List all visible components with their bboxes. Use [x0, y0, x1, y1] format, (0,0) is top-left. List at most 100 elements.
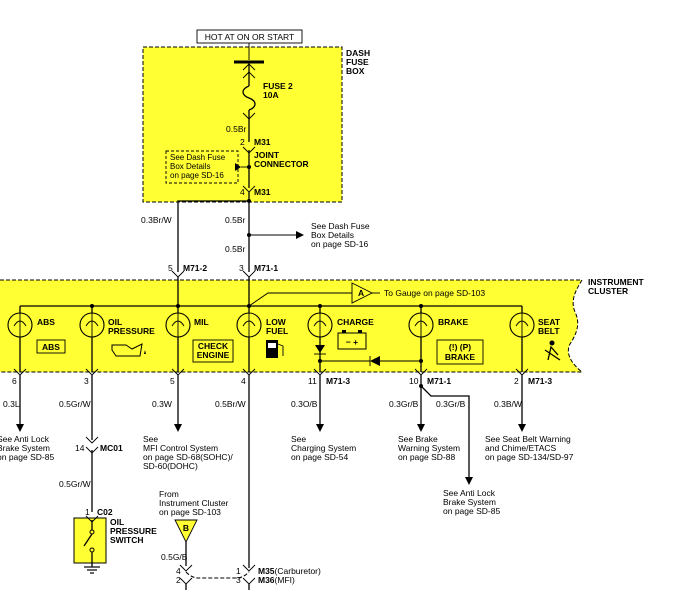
ref-abs2-3: on page SD-85 [443, 506, 500, 516]
pin-abs: 6 [12, 376, 17, 386]
lamp-low-fuel-name-1: LOW [266, 317, 287, 327]
ref-abs2-1: See Anti Lock [443, 488, 496, 498]
wire-gb: 0.5G/B [161, 552, 188, 562]
ref-dash-fuse-3: on page SD-16 [311, 239, 368, 249]
top-conn-pin-1: 5 [168, 263, 173, 273]
lamp-abs-icon-text: ABS [42, 342, 60, 352]
ref-brake-3: on page SD-88 [398, 452, 455, 462]
from-cluster-3: on page SD-103 [159, 507, 221, 517]
wire-fuse-out: 0.5Br [226, 124, 246, 134]
lamp-low-fuel: LOW FUEL [236, 312, 288, 358]
lamp-low-fuel-name-2: FUEL [266, 326, 288, 336]
bottom-pin-a2: 2 [176, 575, 181, 585]
top-conn-name-1: M71-2 [183, 263, 207, 273]
pin-seat-belt: 2 [514, 376, 519, 386]
seat-belt-icon [544, 340, 561, 361]
wire-abs: 0.3L [3, 399, 20, 409]
lamp-oil-name-2: PRESSURE [108, 326, 155, 336]
lamp-mil-icon-text-2: ENGINE [197, 350, 230, 360]
ref-brake-2: Warning System [398, 443, 460, 453]
wire-oil: 0.5Gr/W [59, 399, 91, 409]
gauge-ref-tag [351, 282, 374, 304]
jc-conn-top: M31 [254, 137, 271, 147]
fuse-icon [242, 85, 256, 111]
wire-seat-belt: 0.3B/W [494, 399, 522, 409]
ref-abs2-2: Brake System [443, 497, 496, 507]
dash-fuse-box-label-3: BOX [346, 66, 365, 76]
from-cluster-letter: B [183, 523, 189, 533]
lamp-charge: CHARGE − + [307, 312, 374, 350]
lamp-brake-name: BRAKE [438, 317, 469, 327]
connector-chevron-icon [242, 564, 256, 572]
lamp-seat-belt-name-2: BELT [538, 326, 560, 336]
top-conn-name-2: M71-1 [254, 263, 278, 273]
ref-seat-belt-2: and Chime/ETACS [485, 443, 557, 453]
connector-chevron-icon [179, 564, 193, 572]
c02-name: C02 [97, 507, 113, 517]
conn-charge: M71-3 [326, 376, 350, 386]
outgoing-wires [19, 375, 523, 478]
lamp-charge-name: CHARGE [337, 317, 374, 327]
power-source-box [196, 29, 303, 44]
conn-seat-belt: M71-3 [528, 376, 552, 386]
bottom-pin-a1: 4 [176, 566, 181, 576]
wire-left: 0.3Br/W [141, 215, 172, 225]
lamp-charge-icon-text: − + [346, 337, 358, 347]
dash-fuse-box [142, 46, 343, 203]
jc-ref-1: See Dash Fuse [170, 153, 226, 162]
connector-chevron-icon [242, 63, 256, 79]
ref-charge-1: See [291, 434, 306, 444]
ref-mil-4: SD-60(DOHC) [143, 461, 198, 471]
conn-brake: M71-1 [427, 376, 451, 386]
power-source-label: HOT AT ON OR START [205, 32, 294, 42]
lamp-abs-name: ABS [37, 317, 55, 327]
diode-icon [315, 345, 325, 353]
fuse-name: FUSE 2 [263, 81, 293, 91]
dash-fuse-box-label-2: FUSE [346, 57, 369, 67]
jc-pin-top: 2 [240, 137, 245, 147]
jc-pin-bottom: 4 [240, 187, 245, 197]
lamp-mil: MIL CHECK ENGINE [165, 312, 234, 363]
top-conn-pin-2: 3 [239, 263, 244, 273]
pin-oil: 3 [84, 376, 89, 386]
bottom-pin-b1: 1 [236, 566, 241, 576]
lamp-seat-belt: SEAT BELT [509, 312, 561, 361]
oil-switch-label-2: PRESSURE [110, 526, 157, 536]
lamp-oil-name-1: OIL [108, 317, 122, 327]
mc01-name: MC01 [100, 443, 123, 453]
ref-mil-1: See [143, 434, 158, 444]
ref-brake-1: See Brake [398, 434, 438, 444]
pin-charge: 11 [308, 376, 317, 386]
ref-seat-belt-1: See Seat Belt Warning [485, 434, 571, 444]
ref-mil-2: MFI Control System [143, 443, 218, 453]
mc01-pin: 14 [75, 443, 85, 453]
switch-contact-icon [83, 533, 93, 547]
cluster-label-2: CLUSTER [588, 286, 628, 296]
connector-m35-m36 [185, 571, 250, 579]
c02-pin: 1 [85, 507, 90, 517]
ref-dash-fuse-2: Box Details [311, 230, 354, 240]
wire-mil: 0.3W [152, 399, 172, 409]
lamp-drops [19, 306, 523, 313]
ref-abs-1: See Anti Lock [0, 434, 50, 444]
diode-icon [370, 356, 380, 366]
ref-abs-2: Brake System [0, 443, 50, 453]
from-cluster-2: Instrument Cluster [159, 498, 229, 508]
battery-icon [337, 332, 367, 350]
oil-can-icon [111, 343, 143, 357]
lamp-outputs [19, 337, 523, 372]
fuse-rating: 10A [263, 90, 279, 100]
oil-pressure-switch [73, 517, 107, 564]
ref-mil-3: on page SD-68(SOHC)/ [143, 452, 233, 462]
ref-seat-belt-3: on page SD-134/SD-97 [485, 452, 574, 462]
gauge-ref-letter: A [358, 288, 364, 298]
wire-fuel: 0.5Br/W [215, 399, 246, 409]
gauge-ref-text: To Gauge on page SD-103 [384, 288, 485, 298]
wire-brake-2: 0.3Gr/B [436, 399, 466, 409]
jc-label-2: CONNECTOR [254, 159, 309, 169]
lamp-mil-icon-text-1: CHECK [198, 341, 229, 351]
ref-abs-3: on page SD-85 [0, 452, 54, 462]
ref-charge-3: on page SD-54 [291, 452, 348, 462]
ref-arrows [16, 424, 526, 485]
jc-ref-3: on page SD-16 [170, 171, 224, 180]
